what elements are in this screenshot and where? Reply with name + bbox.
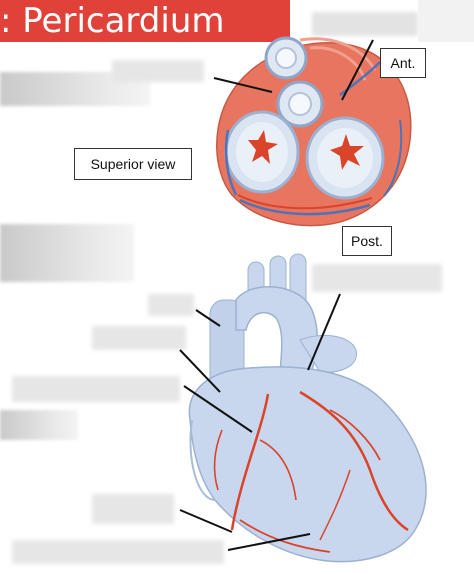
page-title: : Pericardium xyxy=(0,1,225,41)
superior-view-heart xyxy=(213,36,412,227)
redacted-label-left-1b xyxy=(112,60,204,82)
redacted-label-left-2 xyxy=(0,224,134,282)
anterior-view-heart xyxy=(179,253,427,563)
redacted-label-left-4 xyxy=(92,326,186,350)
anterior-label: Ant. xyxy=(380,48,426,78)
redacted-label-top-right xyxy=(312,12,418,36)
title-banner: : Pericardium xyxy=(0,0,290,42)
top-right-strip xyxy=(418,0,474,42)
posterior-label: Post. xyxy=(342,226,392,256)
redacted-label-left-7 xyxy=(92,494,174,524)
redacted-label-left-6 xyxy=(0,410,78,440)
redacted-label-bottom xyxy=(12,540,224,564)
superior-view-label: Superior view xyxy=(74,148,192,180)
redacted-label-left-5 xyxy=(12,376,180,402)
redacted-label-right xyxy=(312,264,442,292)
redacted-label-left-3 xyxy=(148,294,194,316)
